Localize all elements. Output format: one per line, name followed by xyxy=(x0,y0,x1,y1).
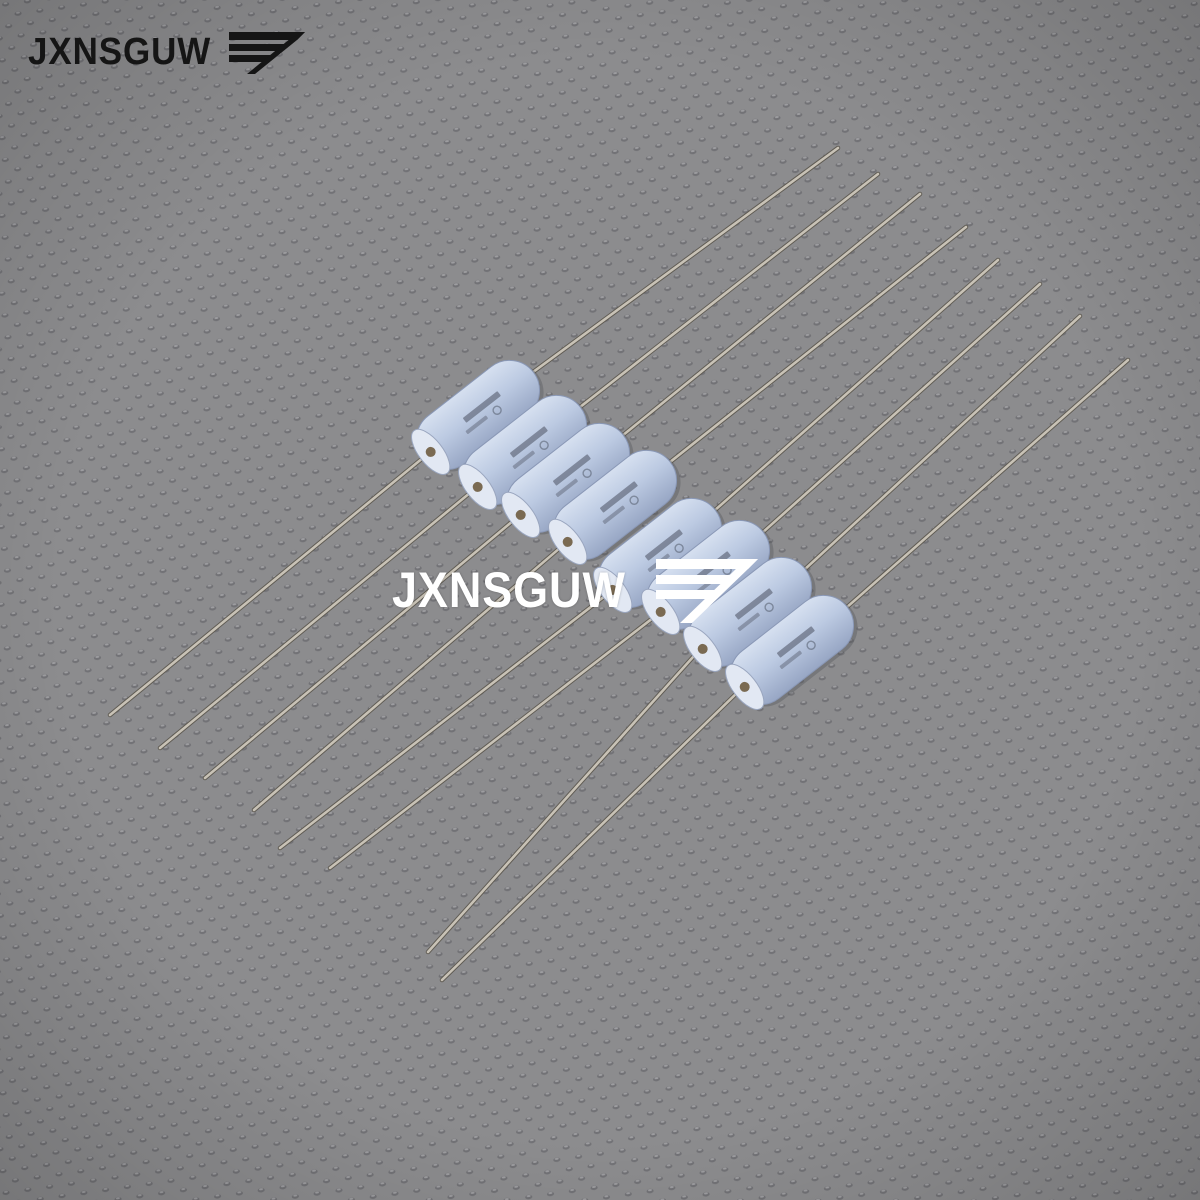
resistor xyxy=(425,313,1083,955)
resistor-body xyxy=(411,359,544,475)
resistor-lead xyxy=(713,258,1000,512)
resistor-lead xyxy=(668,225,968,464)
watermark-top-text: JXNSGUW xyxy=(28,30,212,73)
resistor-lead xyxy=(578,172,880,409)
resistor-lead xyxy=(108,456,425,717)
resistor-lead xyxy=(845,358,1130,609)
resistor-lead xyxy=(426,653,697,954)
resistor xyxy=(157,171,881,751)
resistor xyxy=(439,357,1131,983)
resistor-lead xyxy=(531,146,840,374)
watermark-logo-top: JXNSGUW xyxy=(28,28,307,76)
resistor-lead xyxy=(278,594,607,850)
stripe-logo-icon xyxy=(229,32,306,74)
watermark-logo-center: JXNSGUW xyxy=(392,555,762,625)
resistor-lead xyxy=(328,616,655,870)
resistor-lead xyxy=(761,282,1042,534)
resistor-body xyxy=(593,497,726,613)
resistor-lead xyxy=(621,192,922,437)
resistor-lead xyxy=(203,519,515,780)
resistor-body xyxy=(458,394,591,510)
resistor-body xyxy=(501,422,634,538)
resistor xyxy=(202,191,923,781)
resistor-lead xyxy=(158,491,472,750)
resistor-body xyxy=(683,556,816,672)
watermark-center-text: JXNSGUW xyxy=(392,562,626,618)
resistor-body xyxy=(548,449,681,565)
resistor-lead xyxy=(440,691,739,982)
resistor xyxy=(107,145,841,718)
resistor xyxy=(277,257,1001,851)
resistor xyxy=(251,224,969,813)
resistor-lead xyxy=(803,314,1082,571)
resistor-body xyxy=(725,594,858,710)
stripe-logo-icon xyxy=(655,559,758,623)
resistor-lead xyxy=(252,546,562,812)
